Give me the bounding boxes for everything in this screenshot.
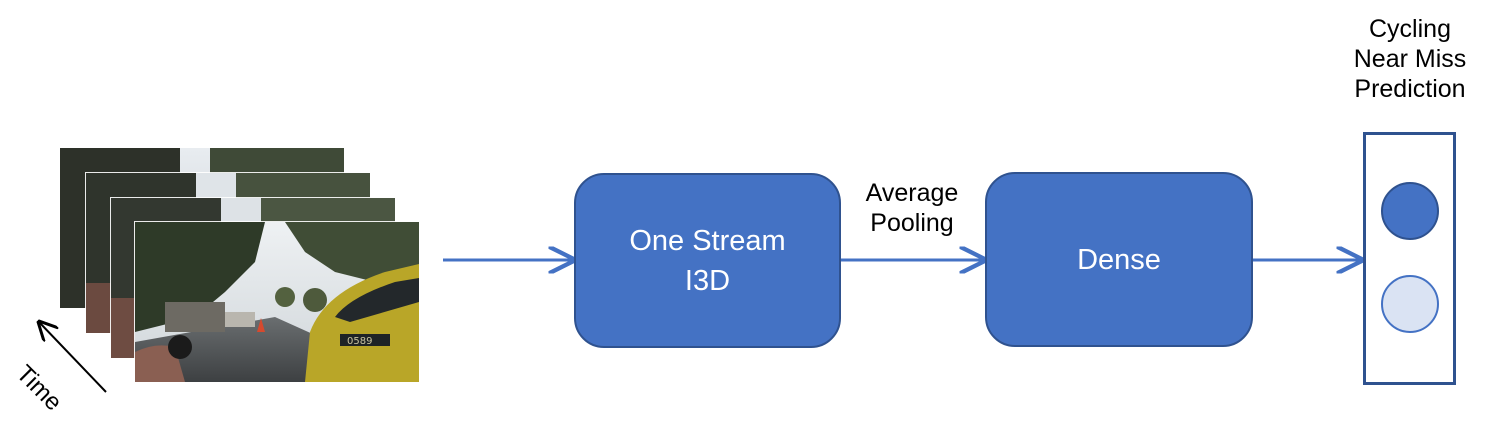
pooling-label-line2: Pooling (870, 209, 954, 237)
output-label: Cycling Near Miss Prediction (1330, 14, 1490, 104)
output-label-line3: Prediction (1354, 75, 1466, 103)
output-label-line2: Near Miss (1353, 45, 1467, 73)
output-label-line1: Cycling (1369, 15, 1451, 43)
pooling-label: Average Pooling (846, 178, 978, 238)
time-arrow (39, 322, 107, 393)
i3d-block-line2: I3D (684, 264, 731, 297)
pooling-label-line1: Average (865, 179, 959, 207)
svg-text:0589: 0589 (347, 336, 372, 347)
output-node-active (1381, 182, 1439, 240)
output-node-inactive (1381, 275, 1439, 333)
dense-block-label: Dense (1077, 243, 1161, 276)
dense-block: Dense (985, 172, 1253, 347)
i3d-block-line1: One Stream (629, 224, 786, 257)
output-box (1363, 132, 1456, 385)
i3d-block: One Stream I3D (574, 173, 841, 348)
video-frame-4: 0589 (135, 222, 419, 382)
